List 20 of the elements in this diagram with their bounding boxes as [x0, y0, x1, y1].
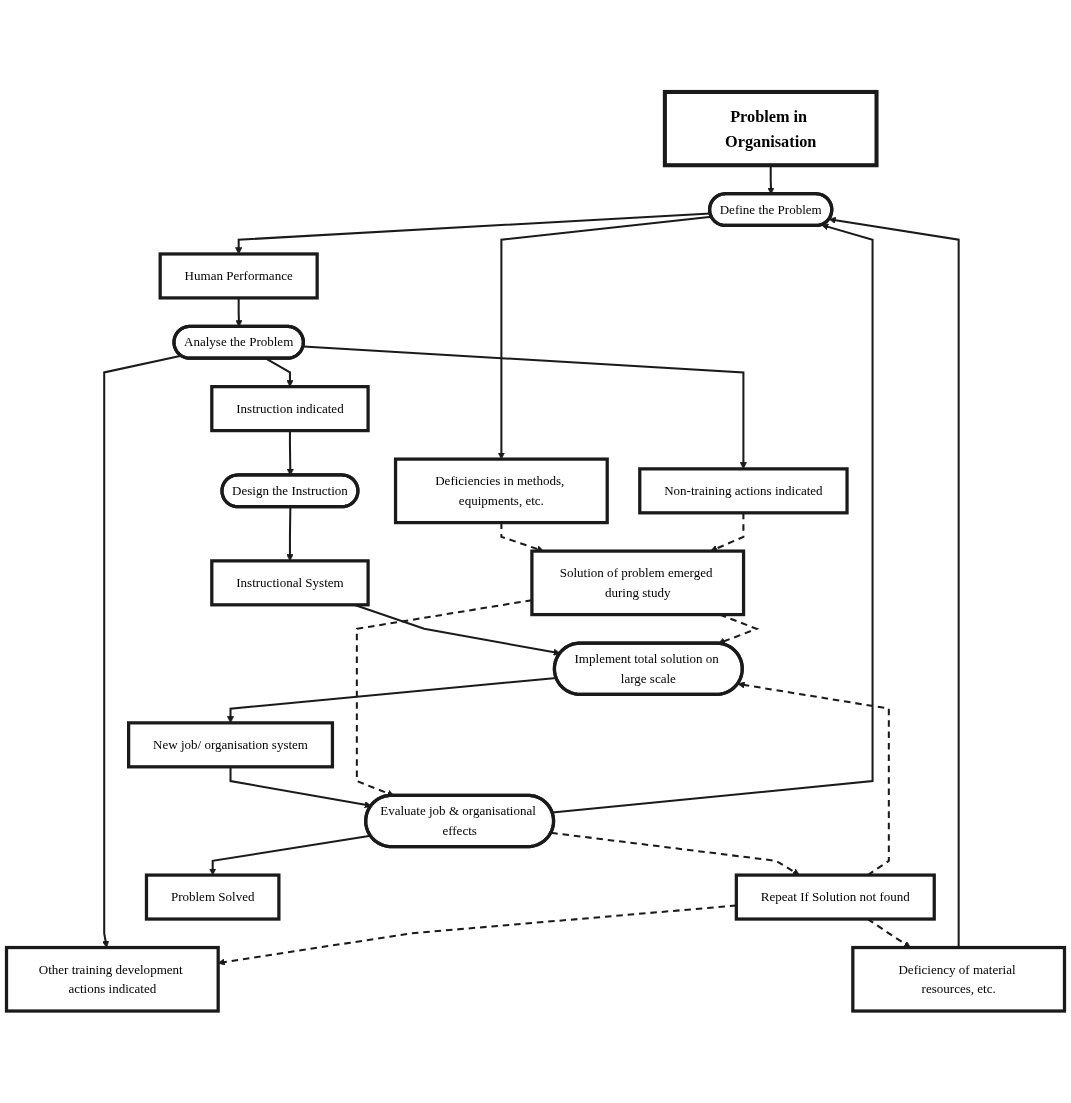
node-box: Non-training actions indicated: [638, 467, 849, 515]
arrow: [102, 354, 182, 948]
node-box: Repeat If Solution not found: [734, 873, 936, 921]
arrow: [209, 834, 371, 876]
node-box: Deficiencies in methods, equipments, etc.: [393, 457, 609, 525]
node-box: Deficiency of material resources, etc.: [851, 945, 1067, 1013]
node-box: New job/ organisation system: [127, 721, 335, 769]
arrow: [737, 681, 890, 876]
arrow: [710, 512, 745, 552]
node-box: Problem Solved: [144, 873, 281, 921]
node-box: Instruction indicated: [210, 385, 370, 433]
node-box: Problem in Organisation: [662, 89, 879, 168]
node-box: Human Performance: [158, 252, 319, 300]
arrow: [828, 216, 960, 948]
arrow: [551, 831, 800, 876]
node-box: Other training development actions indicated: [4, 945, 220, 1013]
arrow: [552, 223, 874, 814]
node-box: Solution of problem emerged during study: [530, 549, 746, 617]
node-box: Instructional System: [210, 559, 370, 607]
arrow: [229, 766, 372, 809]
